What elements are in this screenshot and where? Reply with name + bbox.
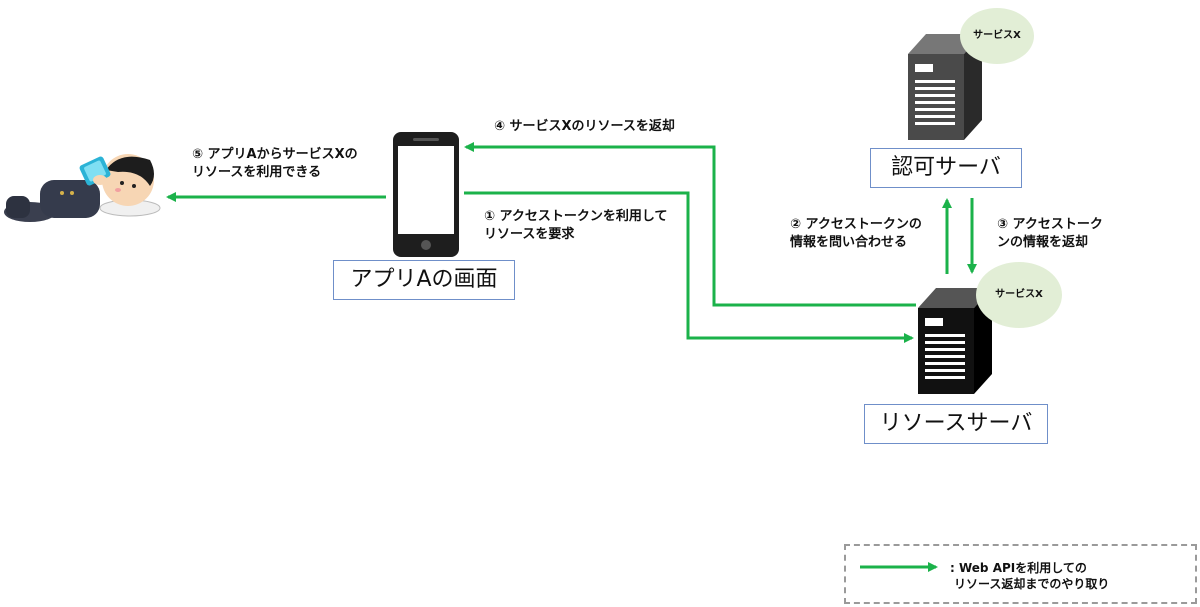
service-x-badge-top: サービスX (960, 8, 1034, 64)
service-x-badge-bottom: サービスX (976, 262, 1062, 328)
legend-text-line2: リソース返却までのやり取り (954, 577, 1110, 591)
step3-label-line2: ンの情報を返却 (997, 235, 1089, 250)
step1-label-line2: リソースを要求 (484, 227, 575, 242)
arrow-step1 (464, 191, 914, 343)
step5-label-line1: ⑤ アプリAからサービスXの (192, 147, 358, 162)
step4-label: ④ サービスXのリソースを返却 (494, 119, 675, 134)
legend-box: : Web APIを利用しての リソース返却までのやり取り (844, 544, 1197, 604)
auth-server-label: 認可サーバ (870, 148, 1022, 188)
resource-server-label: リソースサーバ (864, 404, 1048, 444)
person-illustration (4, 154, 161, 222)
step5-label-line2: リソースを利用できる (192, 165, 322, 180)
smartphone-icon (393, 132, 459, 257)
step2-label-line1: ② アクセストークンの (790, 217, 922, 232)
step2-label-line2: 情報を問い合わせる (790, 235, 908, 250)
legend-text-line1: : Web APIを利用しての (950, 561, 1087, 575)
step1-label-line1: ① アクセストークンを利用して (484, 209, 668, 224)
arrow-step4 (464, 142, 916, 307)
step3-label-line1: ③ アクセストーク (997, 217, 1103, 232)
app-screen-label: アプリAの画面 (333, 260, 515, 300)
legend-text: : Web APIを利用しての リソース返却までのやり取り (950, 560, 1109, 592)
